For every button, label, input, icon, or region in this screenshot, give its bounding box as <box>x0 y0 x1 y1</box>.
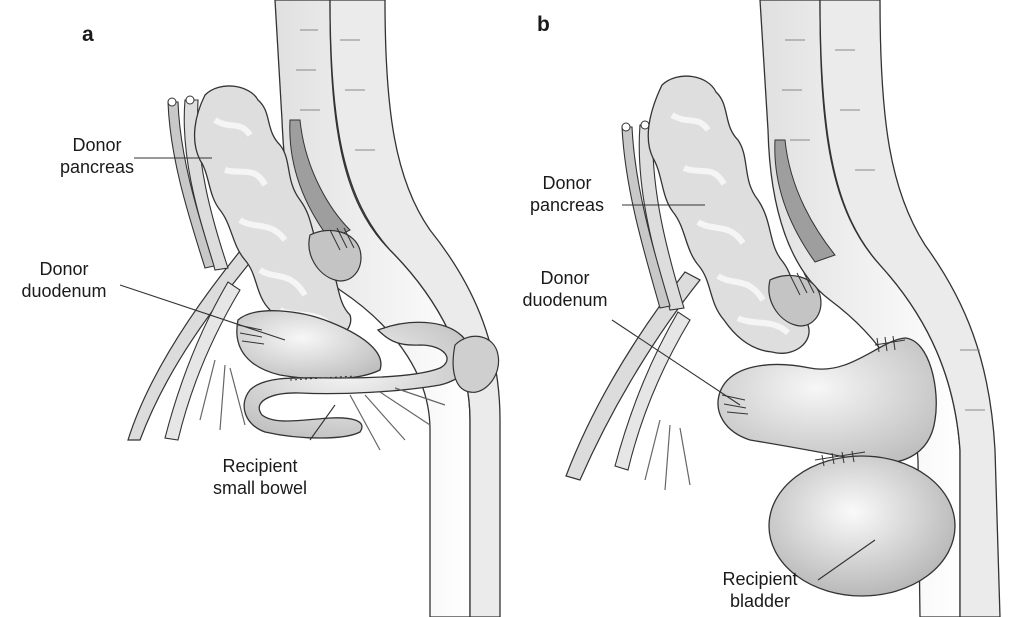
panel-b-label-recipient-bladder: Recipient bladder <box>705 568 815 612</box>
panel-b-donor-duodenum <box>718 338 936 463</box>
panel-b-letter: b <box>537 14 550 36</box>
panel-a-label-donor-pancreas: Donor pancreas <box>57 134 137 178</box>
panel-b-illustration <box>566 0 1000 617</box>
panel-a-label-donor-duodenum: Donor duodenum <box>4 258 124 302</box>
panel-b-label-donor-duodenum: Donor duodenum <box>505 267 625 311</box>
panel-a-donor-duodenum <box>237 311 381 379</box>
panel-a-label-recipient-small-bowel: Recipient small bowel <box>200 455 320 499</box>
panel-a-letter: a <box>82 24 94 46</box>
panel-b-label-donor-pancreas: Donor pancreas <box>522 172 612 216</box>
panel-a-illustration <box>128 0 500 617</box>
